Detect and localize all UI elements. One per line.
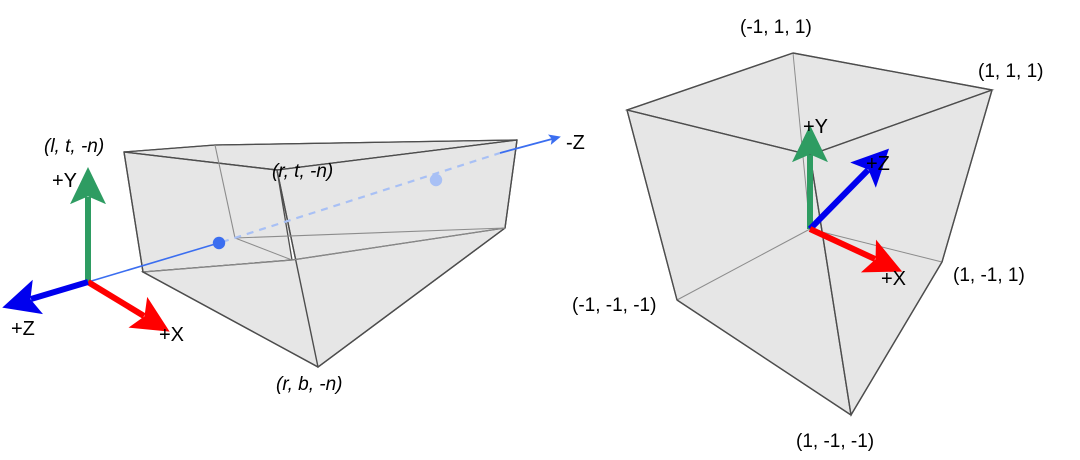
cube-edge-top-left <box>626 52 794 111</box>
cube-vertex-label-bottom-front-left: (-1, -1, -1) <box>572 295 656 316</box>
right-axis-z-arrow <box>807 148 890 232</box>
right-axes-triad <box>792 125 903 273</box>
frustum-edge-far-bottom <box>234 227 506 239</box>
cube-vertex-label-top-back-left: (-1, 1, 1) <box>740 17 812 38</box>
left-axes-triad <box>2 167 170 332</box>
cube-edge-bottom-right <box>850 261 943 416</box>
frustum-ray-label-negative-z: -Z <box>566 132 585 154</box>
ndc-cube-group <box>624 52 995 417</box>
left-axis-label-y: +Y <box>52 170 77 192</box>
frustum-vertex-label-near-top-left: (l, t, -n) <box>44 136 104 157</box>
view-ray-point-near <box>212 236 226 250</box>
left-axis-label-x: +X <box>159 324 184 346</box>
frustum-edge-far-left-vertical <box>214 144 236 239</box>
frustum-edge-mid-diagonal <box>291 227 506 261</box>
frustum-edge-far-left-to-near <box>234 237 293 261</box>
view-ray-point-far <box>429 173 443 187</box>
cube-edge-top-right <box>792 52 993 91</box>
frustum-vertex-label-near-bottom-right: (r, b, -n) <box>276 374 343 395</box>
frustum-edge-far-right-vertical <box>504 139 518 229</box>
frustum-edge-near-bottom <box>142 259 293 273</box>
cube-edge-right-vertical <box>941 89 993 263</box>
cube-vertex-label-top-back-right: (1, 1, 1) <box>978 61 1043 82</box>
view-ray-group <box>87 134 561 283</box>
frustum-edge-bottom-outer <box>142 227 506 368</box>
frustum-edge-top-right-diagonal <box>276 139 518 171</box>
left-axis-label-z: +Z <box>11 318 35 340</box>
view-ray-hidden-segment <box>221 151 501 244</box>
frustum-near-face <box>123 151 293 273</box>
cube-edge-top-diagonal-right <box>809 89 993 156</box>
cube-hidden-edge-back-left <box>676 228 811 301</box>
cube-edge-front-vertical <box>809 154 852 416</box>
cube-edge-bottom-left <box>676 299 852 416</box>
right-axis-label-x: +X <box>881 268 906 290</box>
cube-edge-left-vertical <box>626 109 678 301</box>
right-axis-x-arrow <box>808 226 903 273</box>
view-ray-arrow <box>499 134 561 154</box>
frustum-edge-near-vertical-right <box>276 169 319 368</box>
frustum-group <box>123 139 518 369</box>
right-axis-label-y: +Y <box>803 116 828 138</box>
cube-edge-top-diagonal-left <box>626 109 811 156</box>
right-axis-label-z: +Z <box>866 153 890 175</box>
cube-vertex-label-bottom-front-right: (1, -1, -1) <box>796 431 874 452</box>
view-ray-visible-segment <box>87 241 223 283</box>
frustum-edge-far-top <box>214 139 518 146</box>
left-axis-x-arrow <box>86 279 170 332</box>
left-axis-z-arrow <box>2 279 89 315</box>
frustum-edge-top-left <box>123 144 216 153</box>
frustum-edge-near-vertical-left <box>123 151 144 273</box>
frustum-vertex-label-near-top-right: (r, t, -n) <box>272 161 333 182</box>
cube-vertex-label-bottom-back-right: (1, -1, 1) <box>953 265 1025 286</box>
frustum-edge-near-top <box>123 151 278 171</box>
